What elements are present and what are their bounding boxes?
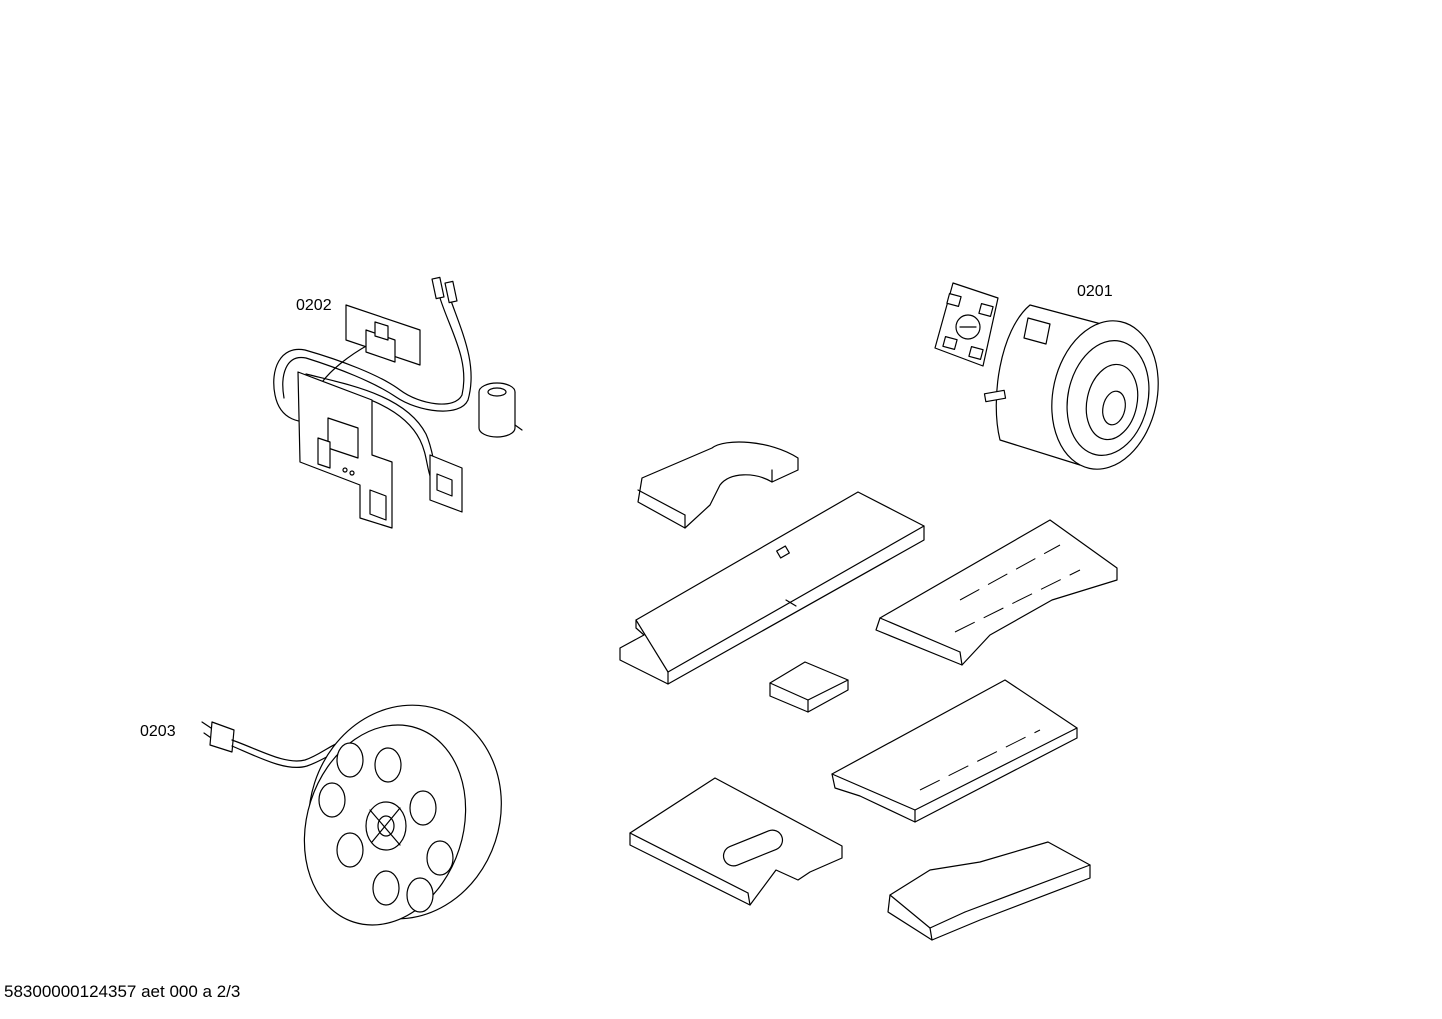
callout-0201: 0201 [1077, 283, 1113, 300]
electronics-assembly-0202 [273, 276, 523, 529]
callout-0202: 0202 [296, 297, 332, 314]
motor-0201 [934, 282, 1159, 470]
callout-0203: 0203 [140, 723, 176, 740]
cable-reel-0203 [201, 704, 502, 926]
document-id-footer: 58300000124357 aet 000 a 2/3 [4, 982, 241, 1001]
foam-pieces [619, 441, 1118, 941]
